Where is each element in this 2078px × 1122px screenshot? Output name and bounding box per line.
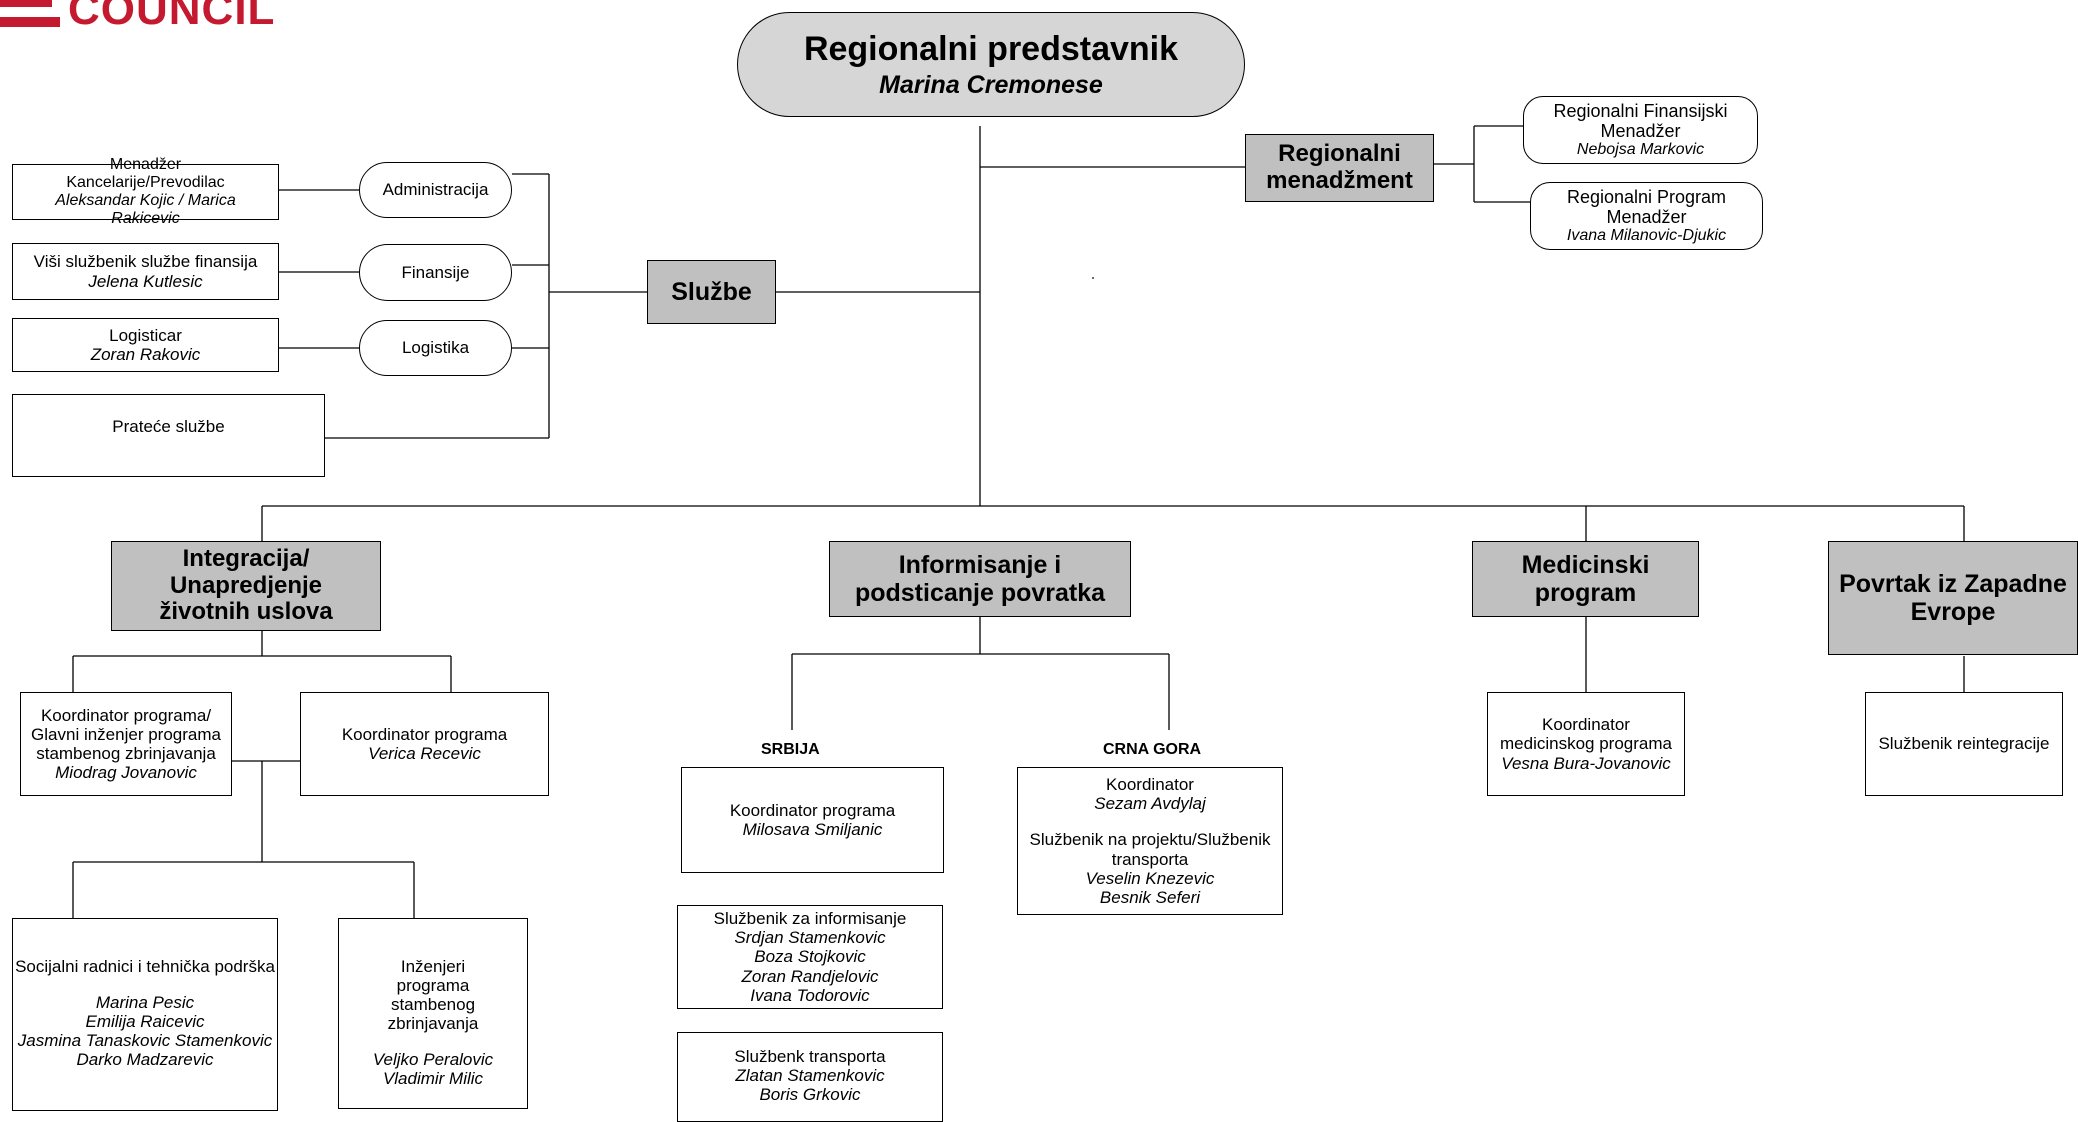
organization-logo: COUNCIL [0, 0, 275, 34]
transport-officer-name: Boris Grkovic [759, 1085, 861, 1105]
transport-officer-title: Službenk transporta [734, 1047, 886, 1066]
finance-officer-title: Viši službenik službe finansija [33, 252, 258, 272]
serbia-coordinator-node: Koordinator programa Milosava Smiljanic [681, 767, 944, 873]
housing-engineers-title: Inženjeri programa stambenog zbrinjavanj… [387, 957, 479, 1034]
integration-coordinator-2-title: Koordinator programa [341, 724, 508, 744]
logo-text: COUNCIL [68, 0, 276, 34]
social-workers-node: Socijalni radnici i tehnička podrška Mar… [12, 918, 278, 1111]
finance-node: Finansije [359, 244, 512, 301]
integration-coordinator-2-name: Verica Recevic [368, 744, 481, 763]
finance-officer-node: Viši službenik službe finansija Jelena K… [12, 243, 279, 300]
logistician-name: Zoran Rakovic [90, 345, 201, 364]
office-manager-node: Menadžer Kancelarije/Prevodilac Aleksand… [12, 156, 279, 227]
information-officer-name: Ivana Todorovic [750, 985, 870, 1005]
services-label: Službe [671, 278, 752, 306]
social-worker-name: Marina Pesic [95, 993, 195, 1013]
logistics-node: Logistika [359, 320, 512, 376]
information-officer-node: Službenik za informisanje Srdjan Stamenk… [677, 905, 943, 1009]
integration-coordinator-1-title: Koordinator programa/ Glavni inženjer pr… [31, 705, 221, 763]
medical-coordinator-node: Koordinator medicinskog programa Vesna B… [1487, 692, 1685, 796]
social-workers-title: Socijalni radnici i tehnička podrška [15, 957, 275, 976]
montenegro-officer-name: Besnik Seferi [1099, 887, 1201, 907]
logistician-title: Logisticar [109, 325, 182, 345]
montenegro-coordinator-name: Sezam Avdylaj [1094, 794, 1206, 814]
regional-management-label: Regionalni menadžment [1266, 140, 1413, 194]
support-services-node: Prateće službe [12, 394, 325, 477]
medical-coordinator-title: Koordinator medicinskog programa [1500, 715, 1672, 754]
administration-label: Administracija [382, 180, 489, 200]
program-manager-node: Regionalni Program Menadžer Ivana Milano… [1530, 182, 1763, 250]
medical-department-node: Medicinski program [1472, 541, 1699, 617]
integration-coordinator-1-node: Koordinator programa/ Glavni inženjer pr… [20, 692, 232, 796]
office-manager-title: Menadžer Kancelarije/Prevodilac [66, 156, 225, 192]
services-node: Službe [647, 260, 776, 324]
regional-management-node: Regionalni menadžment [1245, 134, 1434, 202]
regional-representative-node: Regionalni predstavnik Marina Cremonese [737, 12, 1245, 117]
integration-coordinator-2-node: Koordinator programa Verica Recevic [300, 692, 549, 796]
return-department-node: Povrtak iz Zapadne Evrope [1828, 541, 2078, 655]
logistics-label: Logistika [401, 338, 470, 358]
serbia-header: SRBIJA [761, 741, 820, 758]
montenegro-officer-name: Veselin Knezevic [1085, 868, 1215, 888]
integration-department-node: Integracija/ Unapredjenje životnih uslov… [111, 541, 381, 631]
transport-officer-node: Službenk transporta Zlatan Stamenkovic B… [677, 1032, 943, 1122]
finance-manager-title: Regionalni Finansijski Menadžer [1553, 100, 1728, 142]
serbia-coordinator-name: Milosava Smiljanic [742, 820, 883, 839]
return-department-label: Povrtak iz Zapadne Evrope [1839, 570, 2067, 626]
finance-officer-name: Jelena Kutlesic [88, 271, 203, 291]
reintegration-officer-node: Službenik reintegracije [1865, 692, 2063, 796]
serbia-coordinator-title: Koordinator programa [729, 800, 896, 820]
social-worker-name: Darko Madzarevic [76, 1050, 214, 1070]
regional-representative-name: Marina Cremonese [879, 70, 1103, 99]
logistician-node: Logisticar Zoran Rakovic [12, 318, 279, 372]
reintegration-officer-title: Službenik reintegracije [1878, 734, 2050, 754]
information-officer-title: Službenik za informisanje [713, 909, 907, 929]
information-officer-name: Zoran Randjelovic [741, 966, 879, 986]
finance-manager-name: Nebojsa Markovic [1576, 141, 1705, 159]
information-officer-name: Boza Stojkovic [754, 947, 866, 967]
information-officer-name: Srdjan Stamenkovic [734, 928, 886, 948]
office-manager-names: Aleksandar Kojic / Marica Rakicevic [55, 192, 236, 227]
information-department-label: Informisanje i podsticanje povratka [854, 551, 1106, 607]
montenegro-staff-node: Koordinator Sezam Avdylaj Službenik na p… [1017, 767, 1283, 915]
housing-engineer-name: Veljko Peralovic [372, 1050, 494, 1070]
program-manager-title: Regionalni Program Menadžer [1566, 186, 1727, 228]
integration-department-label: Integracija/ Unapredjenje životnih uslov… [159, 544, 333, 626]
information-department-node: Informisanje i podsticanje povratka [829, 541, 1131, 617]
medical-department-label: Medicinski program [1521, 551, 1650, 607]
finance-manager-node: Regionalni Finansijski Menadžer Nebojsa … [1523, 96, 1758, 164]
finance-label: Finansije [401, 262, 470, 282]
regional-representative-title: Regionalni predstavnik [803, 29, 1179, 68]
support-services-label: Prateće službe [112, 417, 225, 436]
administration-node: Administracija [359, 162, 512, 218]
transport-officer-name: Zlatan Stamenkovic [735, 1066, 885, 1086]
logo-mark-icon [0, 0, 60, 29]
housing-engineers-node: Inženjeri programa stambenog zbrinjavanj… [338, 918, 528, 1109]
montenegro-officer-title: Službenik na projektu/Službenik transpor… [1029, 830, 1271, 869]
social-worker-name: Emilija Raicevic [85, 1012, 205, 1032]
montenegro-coordinator-title: Koordinator [1106, 775, 1194, 795]
integration-coordinator-1-name: Miodrag Jovanovic [55, 763, 197, 783]
montenegro-header: CRNA GORA [1103, 741, 1202, 758]
program-manager-name: Ivana Milanovic-Djukic [1566, 227, 1727, 245]
social-worker-name: Jasmina Tanaskovic Stamenkovic [17, 1031, 273, 1051]
medical-coordinator-name: Vesna Bura-Jovanovic [1501, 753, 1671, 773]
housing-engineer-name: Vladimir Milic [382, 1069, 484, 1089]
